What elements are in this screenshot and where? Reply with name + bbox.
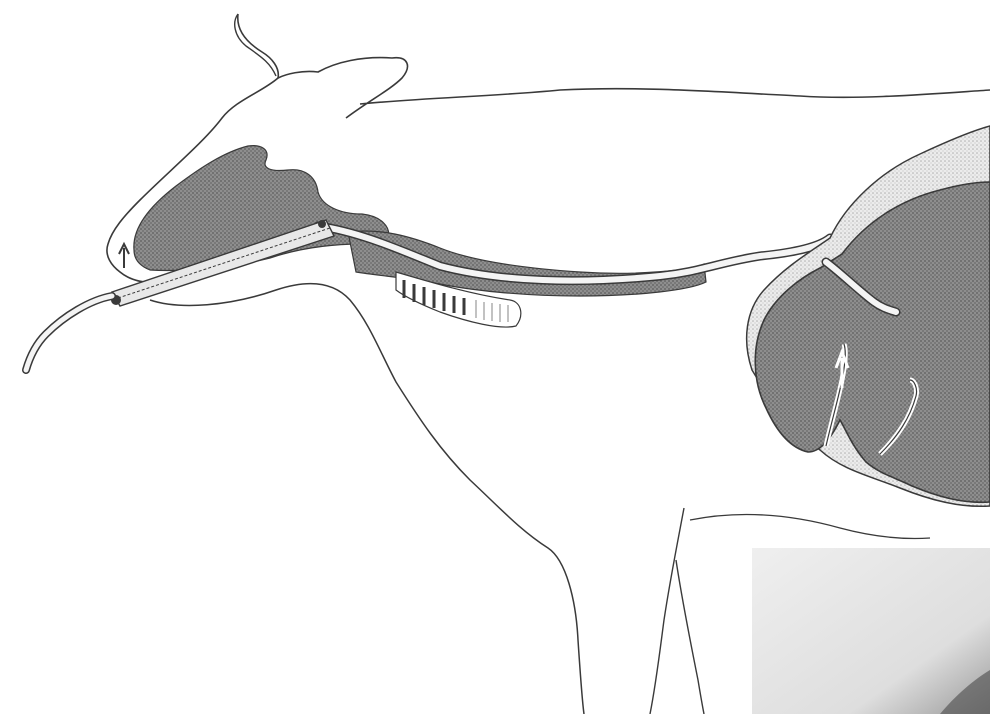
cow-body-outline	[238, 14, 990, 118]
cow-front-leg-outline	[650, 508, 704, 714]
cow-belly-outline	[690, 514, 930, 538]
cow-ear-outline	[235, 14, 276, 76]
cow-throat-outline	[150, 284, 584, 714]
tube-external-end	[26, 296, 112, 370]
rumen-chamber	[755, 182, 990, 502]
corner-photo-fragment	[752, 548, 990, 714]
nostril-arrow-icon	[119, 244, 129, 268]
